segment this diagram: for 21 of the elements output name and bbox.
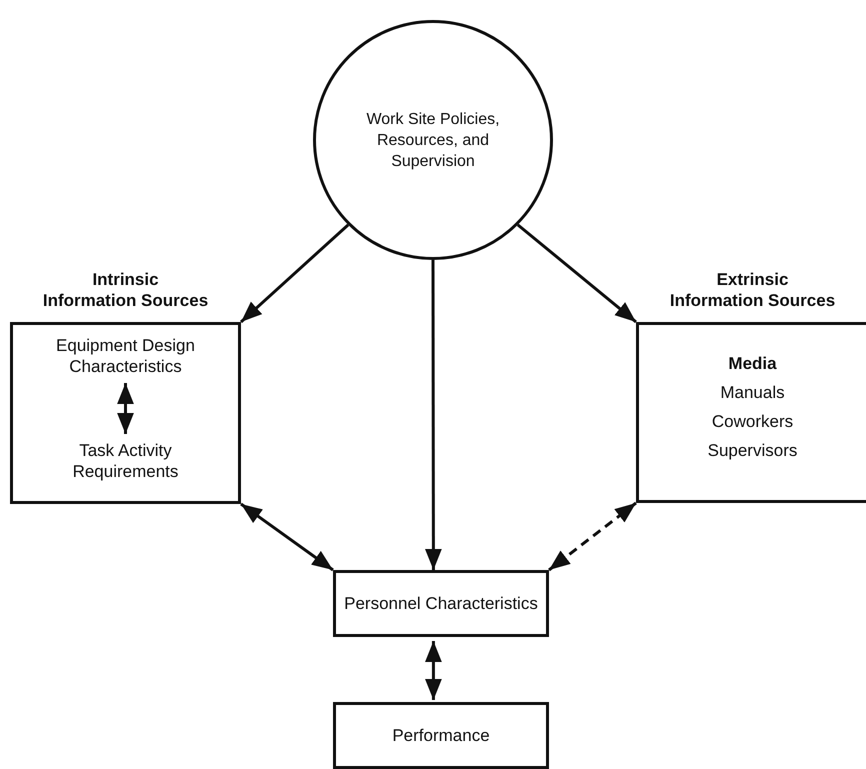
double-arrow xyxy=(117,383,134,434)
process-box xyxy=(333,702,549,769)
policy-circle xyxy=(313,20,553,260)
item-label: Equipment Design Characteristics xyxy=(55,335,196,377)
subheading: Media xyxy=(728,353,777,374)
double-arrow xyxy=(548,502,637,572)
heading: Extrinsic Information Sources xyxy=(670,269,836,311)
double-arrow xyxy=(425,641,442,700)
heading: Intrinsic Information Sources xyxy=(42,269,208,311)
node-label: Work Site Policies, Resources, and Supervision xyxy=(365,110,501,172)
process-box xyxy=(333,570,549,637)
arrow xyxy=(425,260,442,570)
arrow xyxy=(240,224,350,324)
double-arrow xyxy=(240,502,334,572)
item-label: Task Activity Requirements xyxy=(72,440,180,482)
node-label: Personnel Characteristics xyxy=(344,593,538,614)
arrow xyxy=(516,224,637,324)
list-item: Coworkers xyxy=(712,411,794,432)
node-label: Performance xyxy=(392,725,490,746)
list-item: Manuals xyxy=(720,382,785,403)
list-item: Supervisors xyxy=(708,440,798,461)
